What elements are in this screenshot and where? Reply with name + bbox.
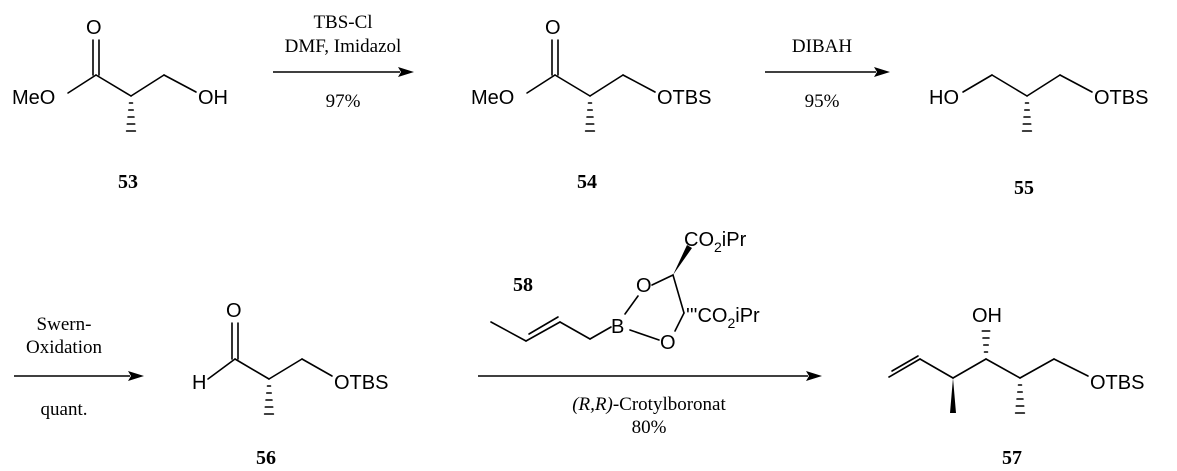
step1-reagent-2: DMF, Imidazol bbox=[285, 36, 402, 57]
hashed-wedge-bond bbox=[263, 385, 275, 415]
bond bbox=[651, 274, 674, 286]
bond bbox=[672, 274, 685, 314]
bond bbox=[888, 358, 921, 378]
ester-upper: CO2iPr bbox=[684, 229, 747, 255]
compound-57-number: 57 bbox=[1002, 447, 1022, 469]
bond bbox=[528, 316, 559, 335]
bond bbox=[526, 74, 556, 94]
bond bbox=[962, 74, 993, 93]
bond bbox=[234, 358, 270, 380]
bond bbox=[985, 358, 1021, 379]
compound-54-number: 54 bbox=[577, 171, 597, 193]
compound-55-ho-label: HO bbox=[929, 87, 959, 109]
reaction-arrow-1: TBS-Cl DMF, Imidazol 97% bbox=[273, 12, 414, 112]
compound-53-number: 53 bbox=[118, 171, 138, 193]
step3-reagent-1: Swern- bbox=[37, 314, 92, 335]
ring-oxygen-2: O bbox=[660, 332, 676, 354]
step4-reagent: (R,R)-Crotylboronat bbox=[572, 394, 726, 415]
bond bbox=[622, 74, 656, 93]
bond bbox=[67, 74, 97, 94]
step1-yield: 97% bbox=[326, 91, 361, 112]
bond bbox=[559, 321, 591, 340]
bond bbox=[991, 74, 1028, 97]
bond bbox=[163, 74, 197, 93]
bond bbox=[490, 321, 527, 342]
compound-58: 58 B O O CO2iPr '''CO2iPr bbox=[490, 229, 760, 354]
compound-53-meo-label: MeO bbox=[12, 87, 55, 109]
compound-58-number: 58 bbox=[513, 274, 533, 296]
bond bbox=[624, 295, 639, 315]
step3-yield: quant. bbox=[41, 399, 88, 420]
bond bbox=[589, 326, 612, 340]
bond bbox=[207, 358, 236, 380]
compound-57: OTBS OH 57 bbox=[888, 305, 1144, 469]
compound-54-otbs-label: OTBS bbox=[657, 87, 711, 109]
compound-54: MeO O OTBS 54 bbox=[471, 17, 711, 193]
hashed-wedge-bond bbox=[1014, 384, 1026, 414]
step2-yield: 95% bbox=[805, 91, 840, 112]
hashed-wedge-bond bbox=[584, 102, 596, 132]
step3-reagent-2: Oxidation bbox=[26, 337, 102, 358]
bond bbox=[268, 358, 303, 380]
hashed-wedge-bond bbox=[125, 102, 137, 132]
solid-wedge-bond bbox=[950, 378, 956, 413]
compound-57-otbs-label: OTBS bbox=[1090, 372, 1144, 394]
compound-55-number: 55 bbox=[1014, 177, 1034, 199]
ester-lower: '''CO2iPr bbox=[686, 305, 760, 331]
compound-53-oh-label: OH bbox=[198, 87, 228, 109]
compound-55: HO OTBS 55 bbox=[929, 74, 1148, 199]
compound-54-carbonyl-o: O bbox=[545, 17, 561, 39]
step4-yield: 80% bbox=[632, 417, 667, 438]
boron-atom: B bbox=[611, 316, 624, 338]
bond bbox=[1059, 74, 1093, 93]
bond bbox=[589, 74, 624, 97]
bond bbox=[891, 355, 919, 372]
compound-56: H O OTBS 56 bbox=[192, 300, 388, 469]
solid-wedge-bond bbox=[673, 245, 692, 275]
compound-54-meo-label: MeO bbox=[471, 87, 514, 109]
bond bbox=[95, 74, 132, 97]
reaction-arrow-4: (R,R)-Crotylboronat 80% bbox=[478, 371, 822, 438]
bond bbox=[1053, 358, 1089, 377]
hashed-wedge-bond bbox=[1021, 102, 1033, 132]
bond bbox=[1019, 358, 1055, 379]
compound-55-otbs-label: OTBS bbox=[1094, 87, 1148, 109]
step1-reagent-1: TBS-Cl bbox=[313, 12, 372, 33]
compound-56-carbonyl-o: O bbox=[226, 300, 242, 322]
bond bbox=[1026, 74, 1061, 97]
bond bbox=[301, 358, 333, 377]
step2-reagent-1: DIBAH bbox=[792, 36, 852, 57]
compound-56-otbs-label: OTBS bbox=[334, 372, 388, 394]
reaction-arrow-3: Swern- Oxidation quant. bbox=[14, 314, 144, 420]
compound-53-carbonyl-o: O bbox=[86, 17, 102, 39]
bond bbox=[629, 329, 660, 341]
compound-57-oh-label: OH bbox=[972, 305, 1002, 327]
bond bbox=[674, 312, 685, 332]
bond bbox=[130, 74, 165, 97]
ring-oxygen-1: O bbox=[636, 275, 652, 297]
bond bbox=[952, 358, 987, 379]
bond bbox=[525, 321, 561, 342]
bond bbox=[554, 74, 591, 97]
reaction-arrow-2: DIBAH 95% bbox=[765, 36, 890, 112]
bond bbox=[919, 358, 954, 379]
compound-56-h-label: H bbox=[192, 372, 206, 394]
compound-56-number: 56 bbox=[256, 447, 276, 469]
hashed-wedge-bond bbox=[981, 330, 991, 353]
compound-53: MeO O OH 53 bbox=[12, 17, 228, 193]
